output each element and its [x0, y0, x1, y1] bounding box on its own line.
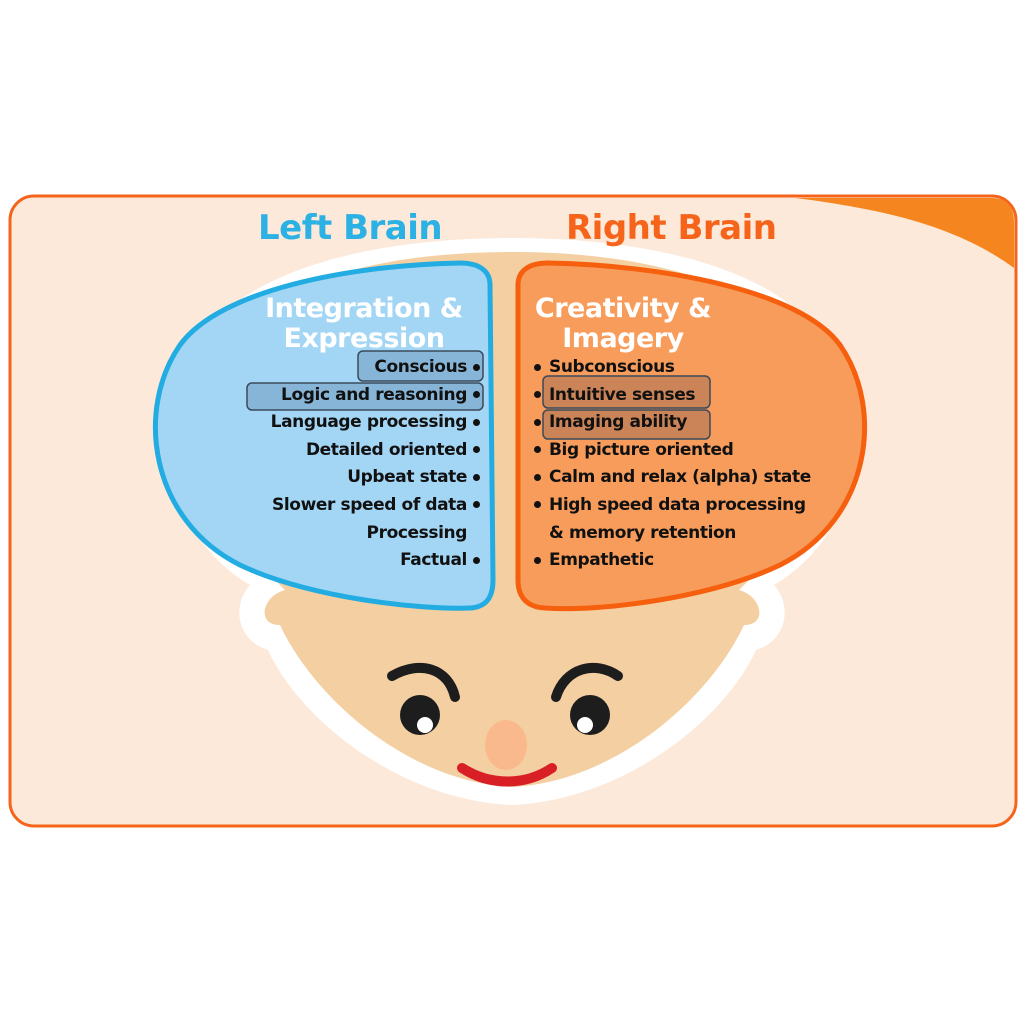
- trait-text: Factual: [400, 550, 467, 571]
- trait-text: Detailed oriented: [305, 439, 467, 460]
- trait-text: & memory retention: [549, 522, 736, 543]
- highlight-box-imaging: [542, 409, 711, 440]
- bullet-icon: [473, 556, 480, 564]
- right-heading-line1: Creativity &: [534, 293, 712, 324]
- bullet-icon: [473, 446, 480, 454]
- right-heading-line2: Imagery: [562, 323, 684, 354]
- bullet-icon: [534, 473, 541, 481]
- list-item: Language processing: [271, 409, 480, 437]
- list-item: Big picture oriented: [534, 437, 811, 465]
- trait-text: Logic and reasoning: [281, 384, 467, 405]
- list-item: Conscious: [271, 354, 480, 382]
- trait-text: Conscious: [374, 357, 467, 377]
- list-item: Empathetic: [534, 547, 811, 575]
- trait-text: Subconscious: [549, 357, 675, 377]
- list-item-continuation: & memory retention: [534, 520, 811, 548]
- nose-icon: [485, 720, 527, 770]
- mouth-icon: [457, 763, 557, 787]
- list-item: High speed data processing: [534, 492, 811, 520]
- list-item: Detailed oriented: [271, 437, 480, 465]
- bullet-icon: [534, 391, 541, 399]
- list-item: Logic and reasoning: [271, 382, 480, 410]
- list-item: Upbeat state: [271, 464, 480, 492]
- trait-text: Imaging ability: [549, 412, 688, 433]
- right-eyebrow-icon: [551, 662, 623, 702]
- highlight-box-intuitive: [542, 375, 711, 409]
- list-item: Calm and relax (alpha) state: [534, 464, 811, 492]
- list-item: Subconscious: [534, 354, 811, 382]
- bullet-icon: [473, 363, 480, 371]
- right-eye-highlight: [577, 717, 593, 733]
- left-hemisphere-heading: Integration & Expression: [244, 294, 484, 354]
- left-hemisphere: [153, 260, 496, 611]
- right-brain-title: Right Brain: [566, 208, 777, 248]
- left-brain-title: Left Brain: [258, 208, 443, 248]
- left-heading-line1: Integration &: [265, 293, 463, 324]
- trait-text: Calm and relax (alpha) state: [549, 467, 811, 488]
- list-item: Imaging ability: [534, 409, 811, 437]
- trait-text: Empathetic: [549, 550, 654, 571]
- trait-text: Intuitive senses: [549, 384, 696, 405]
- list-item: Intuitive senses: [534, 382, 811, 410]
- bullet-icon: [534, 446, 541, 454]
- left-heading-line2: Expression: [283, 323, 445, 354]
- trait-text: Language processing: [270, 412, 468, 433]
- corner-accent: [795, 198, 1014, 268]
- highlight-box-conscious: [357, 350, 484, 382]
- left-eyebrow-icon: [387, 662, 460, 702]
- trait-text: Big picture oriented: [549, 439, 734, 460]
- trait-text: High speed data processing: [549, 494, 806, 515]
- highlight-box-logic: [246, 382, 484, 411]
- list-item: Factual: [271, 547, 480, 575]
- trait-text: Processing: [366, 522, 468, 543]
- list-item: Slower speed of data: [271, 492, 480, 520]
- bullet-icon: [473, 391, 480, 399]
- trait-text: Slower speed of data: [272, 494, 467, 515]
- left-eye-highlight: [417, 717, 433, 733]
- bullet-icon: [534, 501, 541, 509]
- right-hemisphere-heading: Creativity & Imagery: [528, 294, 718, 354]
- list-item-continuation: Processing: [271, 520, 480, 548]
- bullet-icon: [473, 501, 480, 509]
- right-hemisphere: [515, 260, 867, 612]
- bullet-icon: [473, 473, 480, 481]
- bullet-icon: [473, 418, 480, 426]
- bullet-icon: [534, 556, 541, 564]
- trait-text: Upbeat state: [347, 467, 467, 488]
- bullet-icon: [534, 418, 541, 426]
- bullet-icon: [534, 363, 541, 371]
- right-brain-traits-list: Subconscious Intuitive senses Imaging ab…: [534, 354, 811, 575]
- left-brain-traits-list: Conscious Logic and reasoning Language p…: [271, 354, 480, 575]
